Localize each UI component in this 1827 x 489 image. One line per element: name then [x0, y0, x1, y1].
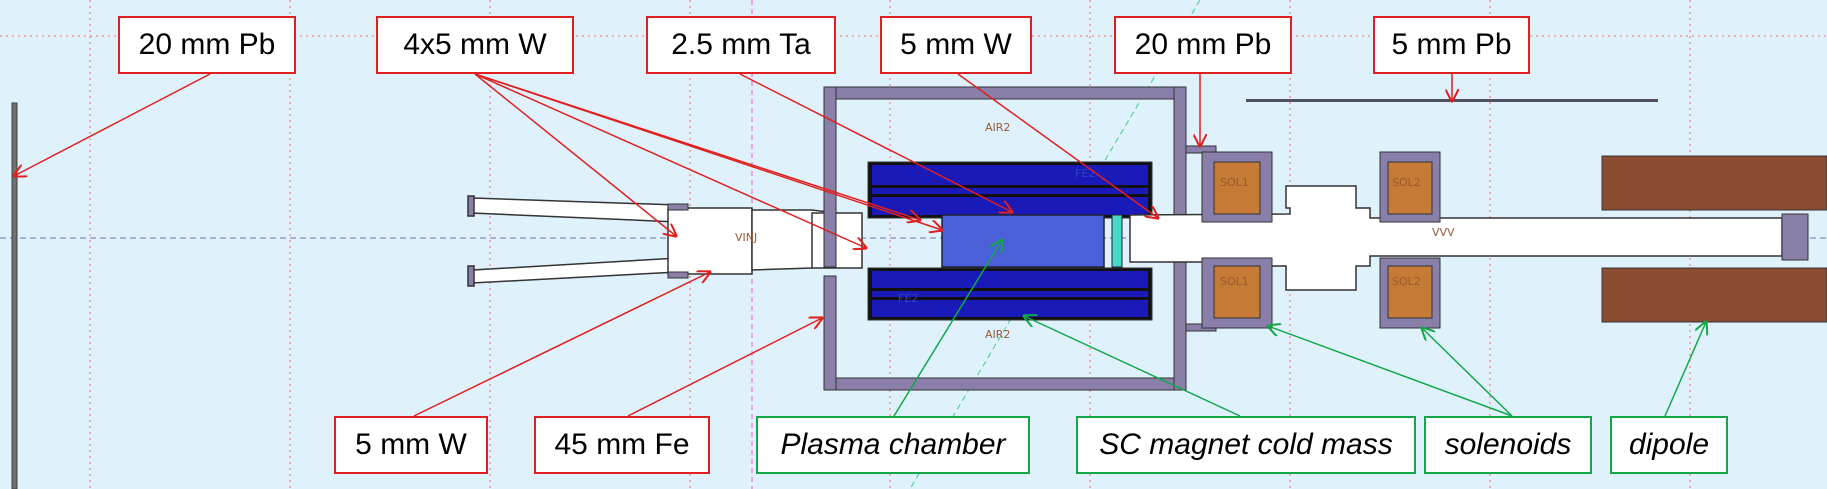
- green-leader-lines: [893, 240, 1706, 417]
- callout-plasma-chamber: Plasma chamber: [756, 416, 1030, 474]
- region-label-vvv: VVV: [1432, 226, 1455, 239]
- region-label-sol1-bottom: SOL1: [1220, 275, 1249, 288]
- red-leader-lines: [14, 73, 1452, 417]
- callout-5mm-pb: 5 mm Pb: [1373, 16, 1530, 74]
- region-label-air-bottom: AIR2: [985, 328, 1010, 341]
- callout-45mm-fe: 45 mm Fe: [534, 416, 710, 474]
- injection-cone: [467, 195, 679, 287]
- sc-coil-top: [867, 161, 1153, 219]
- sc-coil-bottom: [867, 267, 1153, 321]
- callout-5mm-w-top: 5 mm W: [880, 16, 1032, 74]
- region-label-sol2-top: SOL2: [1392, 176, 1421, 189]
- solenoid-1-bottom: [1201, 257, 1273, 329]
- lead-shield-left: [11, 102, 18, 489]
- callout-solenoids: solenoids: [1424, 416, 1592, 474]
- callout-20mm-pb-left: 20 mm Pb: [118, 16, 296, 74]
- callout-dipole: dipole: [1610, 416, 1728, 474]
- dipole-pole-top: [1601, 155, 1827, 211]
- region-label-sol1-top: SOL1: [1220, 176, 1249, 189]
- solenoid-2-bottom: [1379, 257, 1441, 329]
- injection-flange-bottom: [667, 271, 689, 279]
- callout-4x5mm-w: 4x5 mm W: [376, 16, 574, 74]
- injection-wall-tube: [811, 212, 863, 269]
- dipole-pole-bottom: [1601, 267, 1827, 323]
- solenoid-2-top: [1379, 151, 1441, 223]
- solenoid-1-top: [1201, 151, 1273, 223]
- region-label-vinj: VINJ: [735, 231, 757, 244]
- beamline-end-flange: [1781, 213, 1809, 261]
- extraction-electrode: [1111, 214, 1123, 268]
- region-label-fe-top: FE2: [1075, 167, 1095, 180]
- callout-2-5mm-ta: 2.5 mm Ta: [646, 16, 836, 74]
- region-label-fe-bottom: FE2: [898, 292, 918, 305]
- injection-flange-top: [667, 203, 689, 211]
- callout-20mm-pb-right: 20 mm Pb: [1114, 16, 1292, 74]
- callout-5mm-w-bottom: 5 mm W: [334, 416, 488, 474]
- region-label-air-top: AIR2: [985, 121, 1010, 134]
- plasma-chamber: [941, 214, 1105, 268]
- callout-sc-magnet-cold-mass: SC magnet cold mass: [1076, 416, 1416, 474]
- region-label-sol2-bottom: SOL2: [1392, 275, 1421, 288]
